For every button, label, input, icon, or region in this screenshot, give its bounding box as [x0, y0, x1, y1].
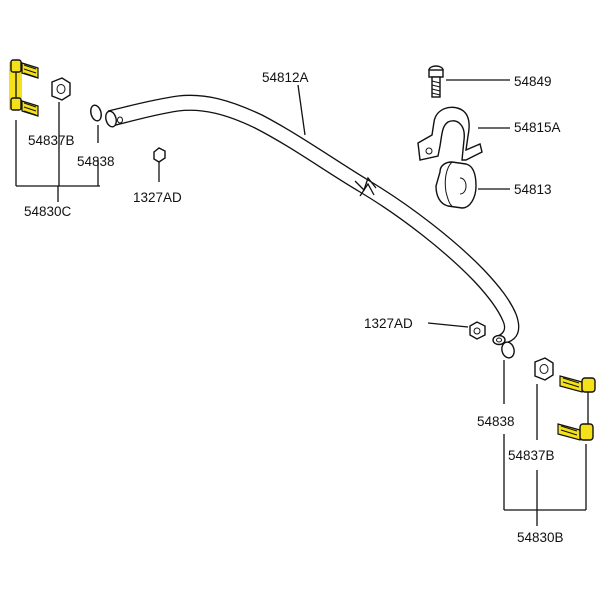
right-stabilizer-link: [557, 375, 596, 441]
bolt: [428, 65, 510, 98]
left-stabilizer-link: [9, 59, 39, 117]
stabilizer-bar: [105, 94, 520, 346]
label-ring-left: 54838: [77, 154, 115, 169]
left-bracket-lines: [15, 102, 100, 202]
bar-label-leader: [297, 84, 306, 136]
label-small-nut-top: 1327AD: [133, 190, 182, 205]
label-link-right: 54830B: [517, 530, 564, 545]
label-nut-left: 54837B: [28, 133, 75, 148]
right-bracket-lines: [503, 360, 587, 526]
label-nut-right: 54837B: [508, 448, 555, 463]
label-bushing: 54813: [514, 182, 552, 197]
label-bolt: 54849: [514, 74, 552, 89]
label-link-left: 54830C: [24, 204, 72, 219]
bracket: [417, 106, 510, 161]
left-link-nut: [51, 77, 71, 101]
label-ring-right: 54838: [477, 414, 515, 429]
small-nut-top: [153, 147, 166, 182]
bushing: [435, 161, 510, 209]
right-retaining-ring: [501, 341, 515, 359]
label-small-nut-right: 1327AD: [364, 316, 413, 331]
label-stabilizer-bar: 54812A: [262, 70, 309, 85]
right-link-nut: [534, 357, 554, 381]
small-nut-right: [427, 321, 486, 340]
left-retaining-ring: [90, 104, 102, 122]
label-bracket: 54815A: [514, 120, 561, 135]
